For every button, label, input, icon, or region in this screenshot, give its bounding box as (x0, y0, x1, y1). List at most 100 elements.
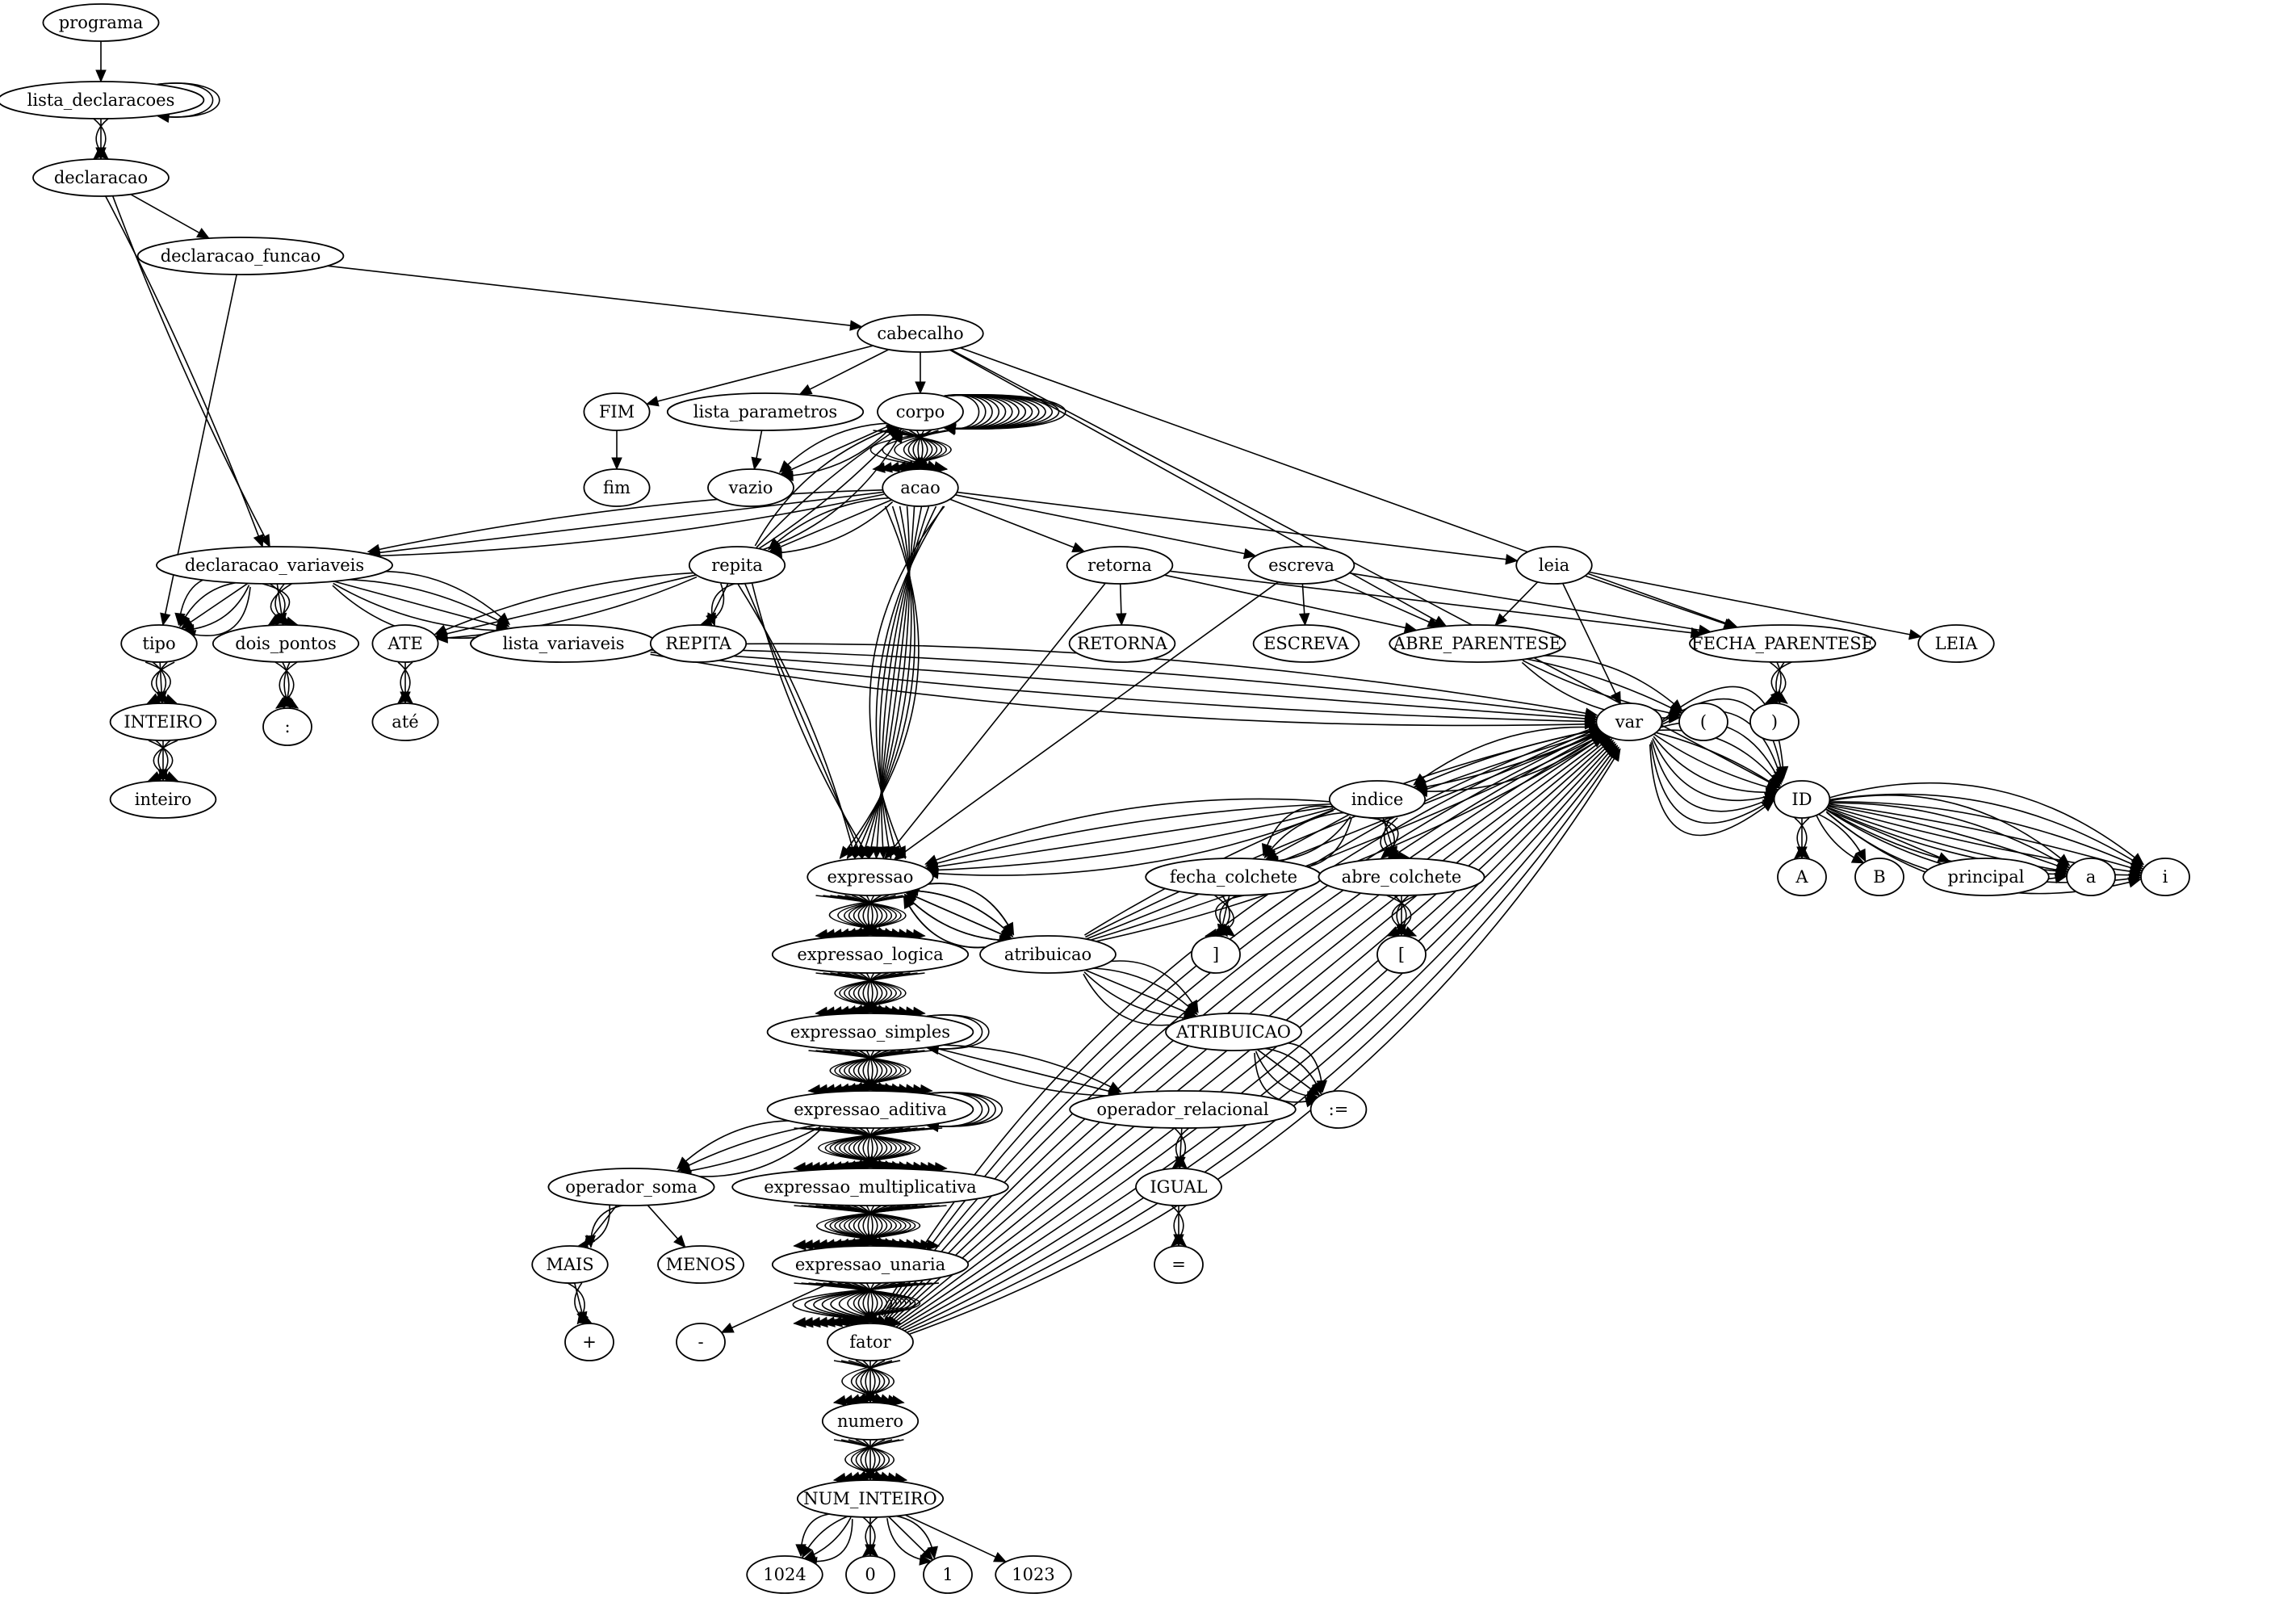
node-shape (1165, 1013, 1302, 1051)
node-label: ATRIBUICAO (1175, 1022, 1291, 1042)
node-label: expressao (827, 867, 914, 887)
edge-declaracao-funcao-to-cabecalho (327, 265, 863, 331)
node-shape (1917, 624, 1995, 663)
node-leia: LEIA (1917, 624, 1995, 663)
node-shape (882, 468, 959, 507)
node-label: MAIS (546, 1255, 593, 1274)
edge-retorna-to-retorna (1116, 583, 1127, 627)
node-shape (1069, 1090, 1297, 1129)
node-label: até (392, 712, 418, 732)
node-label: expressao_aditiva (794, 1100, 947, 1119)
edge-expressao-simples-to-expressao-aditiva (829, 1050, 933, 1096)
edge-num-inteiro-to-n1023 (905, 1514, 1008, 1562)
node-expressao: expressao (807, 858, 934, 896)
node-label: : (284, 717, 290, 736)
node-shape (583, 392, 651, 431)
edge-atribuicao-to-var (1084, 725, 1603, 936)
node-label: operador_relacional (1096, 1100, 1269, 1119)
edge-leia-to-var (1562, 583, 1622, 705)
node-label: := (1329, 1100, 1349, 1119)
node-label: REPITA (665, 634, 731, 653)
node-label: expressao_unaria (795, 1255, 945, 1274)
node-shape (746, 1555, 823, 1594)
edge-cabecalho-to-lista-parametros (798, 349, 890, 396)
node-shape (979, 935, 1117, 974)
edge-fim-to-fim (611, 430, 622, 471)
node-label: escreva (1268, 556, 1334, 575)
edge-indice-to-expressao (924, 798, 1333, 866)
edge-cabecalho-to-fim (645, 345, 874, 407)
node-label: FIM (599, 402, 635, 422)
edge-acao-to-expressao (839, 505, 920, 860)
node-shape (1595, 703, 1663, 741)
node-label: ID (1791, 790, 1812, 809)
node-lista-variaveis: lista_variaveis (470, 624, 657, 663)
edge-escreva-to-expressao (893, 581, 1279, 861)
edge-numero-to-num-inteiro (844, 1439, 908, 1484)
node-shape (1515, 546, 1593, 585)
node-shape (845, 1555, 895, 1594)
edge-fecha-parentese-to-rparen (1770, 661, 1792, 704)
edge-declaracao-variaveis-to-lista-variaveis (333, 581, 509, 631)
node-shape (827, 1323, 914, 1361)
edge-acao-to-escreva (955, 494, 1257, 560)
node-a: a (2066, 858, 2116, 896)
node-escreva: ESCREVA (1252, 624, 1360, 663)
node-shape (1066, 546, 1174, 585)
node-expressao-multiplicativa: expressao_multiplicativa (731, 1168, 1009, 1206)
node-atribuicao: atribuicao (979, 935, 1117, 974)
node-label: principal (1948, 867, 2025, 887)
node-label: B (1873, 867, 1885, 887)
node-id: ID (1773, 780, 1831, 819)
node-declaracao-variaveis: declaracao_variaveis (156, 546, 393, 585)
node-shape (1191, 935, 1241, 974)
edge-acao-to-repita (768, 499, 892, 552)
edge-declaracao-funcao-to-tipo (160, 274, 237, 627)
node-shape (120, 624, 198, 663)
node-label: declaracao_variaveis (185, 556, 364, 575)
edge-lista-parametros-to-vazio (751, 430, 763, 471)
edge-programa-to-lista-declaracoes (95, 40, 107, 83)
node-shape (109, 703, 217, 741)
node-expressao-aditiva: expressao_aditiva (766, 1090, 974, 1129)
node-fim: fim (583, 468, 651, 507)
node-label: programa (59, 13, 144, 32)
node-label: var (1615, 712, 1644, 732)
node-shape (1135, 1168, 1222, 1206)
node-shape (1678, 703, 1728, 741)
node-label: numero (837, 1411, 903, 1431)
node-label: MENOS (666, 1255, 736, 1274)
edge-igual-to-equals (1173, 1205, 1187, 1247)
edge-atribuicao-to-expressao (904, 891, 1012, 940)
node-igual: IGUAL (1135, 1168, 1222, 1206)
edge-expressao-unaria-to-minus (720, 1281, 833, 1333)
edge-acao-to-retorna (949, 498, 1086, 552)
node-shape (707, 468, 794, 507)
edge-atribuicao-to-expressao (906, 879, 1015, 935)
node-label: expressao_multiplicativa (764, 1177, 976, 1197)
edge-leia-to-abre-parentese (1494, 581, 1539, 627)
node-rparen: ) (1749, 703, 1800, 741)
node-shape (771, 1245, 970, 1284)
node-label: + (582, 1332, 597, 1352)
node-shape (156, 546, 393, 585)
node-label: ATE (387, 634, 422, 653)
node-leia: leia (1515, 546, 1593, 585)
node-ate: ATE (371, 624, 439, 663)
node-vazio: vazio (707, 468, 794, 507)
node-atribuicao: ATRIBUICAO (1165, 1013, 1302, 1051)
node-label: acao (900, 478, 940, 497)
node-fator: fator (827, 1323, 914, 1361)
edge-leia-to-fecha-parentese (1585, 575, 1737, 629)
node-shape (547, 1168, 715, 1206)
node-shape (796, 1479, 945, 1518)
node-label: inteiro (135, 790, 192, 809)
edge-repita-to-repita (706, 582, 736, 627)
node-b: B (1854, 858, 1904, 896)
node-label: corpo (896, 402, 945, 422)
node-shape (583, 468, 651, 507)
node-shape (766, 1090, 974, 1129)
node-declaracao: declaracao (32, 158, 170, 197)
node-shape (649, 624, 748, 663)
edge-operador-soma-to-menos (647, 1205, 686, 1248)
